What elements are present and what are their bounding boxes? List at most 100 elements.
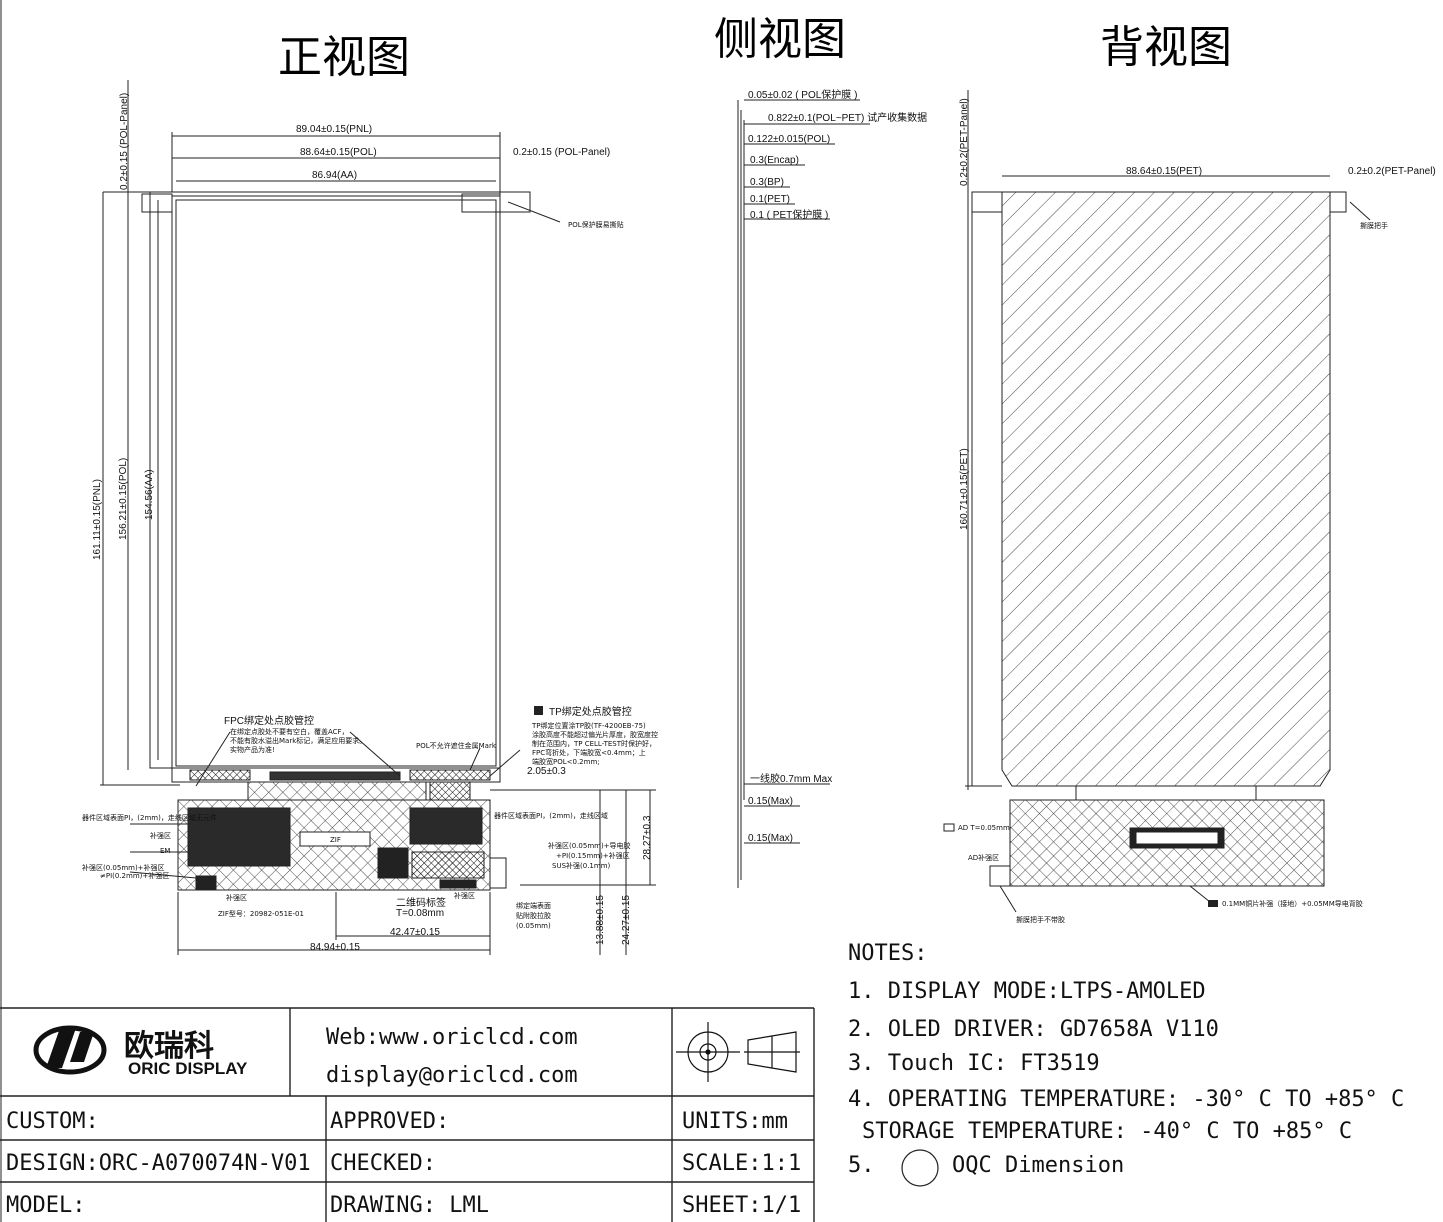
title-block-fields: CUSTOM: APPROVED: UNITS:mm DESIGN:ORC-A0… bbox=[6, 1109, 801, 1218]
dim-pol-height: 156.21±0.15(POL) bbox=[118, 458, 129, 540]
side-layer-9: 0.15(Max) bbox=[748, 796, 793, 807]
field-sheet: SHEET:1/1 bbox=[682, 1193, 801, 1218]
shield-marker bbox=[1208, 900, 1218, 907]
dim-back-top-offset: 0.2±0.2(PET-Panel) bbox=[959, 98, 970, 186]
field-units: UNITS:mm bbox=[682, 1109, 788, 1134]
dim-pnl-width: 89.04±0.15(PNL) bbox=[296, 124, 372, 135]
fpc-note-1: 在绑定点胶处不要有空白，覆盖ACF， bbox=[230, 727, 349, 736]
label-tape-3: (0.05mm) bbox=[516, 922, 551, 930]
title-block bbox=[0, 1007, 815, 1222]
fpc-right-note-2: 补强区(0.05mm)+导电胶 bbox=[548, 841, 631, 850]
label-stiffener-left: 补强区 bbox=[226, 893, 247, 902]
field-approved: APPROVED: bbox=[330, 1109, 449, 1134]
fpc-right-note-4: SUS补强(0.1mm) bbox=[552, 861, 611, 870]
projection-symbol-icon bbox=[676, 1022, 800, 1082]
fpc-left-note-4: 补强区(0.05mm)+补强区 bbox=[82, 863, 165, 872]
note-4b: STORAGE TEMPERATURE: -40° C TO +85° C bbox=[862, 1119, 1352, 1144]
back-shield-note: 0.1MM铜片补强（接地）+0.05MM导电背胶 bbox=[1222, 899, 1363, 908]
tp-note-2: 涂胶高度不能超过偏光片厚度，胶宽度控 bbox=[532, 730, 658, 739]
back-tab-note-2: 撕膜把手不带胶 bbox=[1016, 915, 1065, 924]
tp-note-title: TP绑定处点胶管控 bbox=[549, 705, 632, 718]
dim-pet-height: 160.71±0.15(PET) bbox=[959, 448, 970, 530]
fpc-note-2: 不能有胶水溢出Mark标记，满足应用要求。 bbox=[230, 736, 366, 745]
dim-aa-height: 154.56(AA) bbox=[144, 469, 155, 520]
field-custom: CUSTOM: bbox=[6, 1109, 99, 1134]
label-zif: ZIF bbox=[330, 836, 341, 844]
dim-13-88: 13.88±0.15 bbox=[595, 895, 606, 945]
pol-tab-note: POL保护膜易撕贴 bbox=[568, 220, 624, 229]
back-ad-area: AD补强区 bbox=[968, 853, 999, 862]
side-layer-10: 0.15(Max) bbox=[748, 833, 793, 844]
field-drawing: DRAWING: LML bbox=[330, 1193, 489, 1218]
ad-marker bbox=[943, 823, 955, 832]
tp-note-marker bbox=[534, 706, 543, 715]
field-design: DESIGN:ORC-A070074N-V01 bbox=[6, 1151, 311, 1176]
dim-aa-width: 86.94(AA) bbox=[312, 170, 357, 181]
label-stiffener-right: 补强区 bbox=[454, 891, 475, 900]
front-view bbox=[100, 80, 656, 955]
logo-cn-text: 欧瑞科 bbox=[124, 1029, 214, 1064]
label-tape-2: 贴附胶拉胶 bbox=[516, 911, 551, 920]
tp-note-1: TP绑定位置涂TP胶(TF-4200EB-75) bbox=[531, 721, 646, 730]
fpc-right-note-3: +PI(0.15mm)+补强区 bbox=[556, 851, 630, 860]
label-zif-model: ZIF型号：20982-051E-01 bbox=[218, 909, 304, 918]
dim-pol-width: 88.64±0.15(POL) bbox=[300, 147, 377, 158]
note-3: 3. Touch IC: FT3519 bbox=[848, 1051, 1100, 1076]
note-2: 2. OLED DRIVER: GD7658A V110 bbox=[848, 1017, 1219, 1042]
dim-pnl-height: 161.11±0.15(PNL) bbox=[92, 479, 103, 560]
back-view-labels: 88.64±0.15(PET) 0.2±0.2(PET-Panel) 0.2±0… bbox=[943, 98, 1436, 924]
side-layer-1: 0.05±0.02 ( POL保护膜 ) bbox=[748, 88, 857, 101]
fpc-left-note-5: ≠PI(0.2mm)+补强区 bbox=[100, 871, 169, 880]
back-tab-note: 撕膜把手 bbox=[1360, 221, 1388, 230]
side-layer-4: 0.3(Encap) bbox=[750, 155, 799, 166]
dim-pet-width: 88.64±0.15(PET) bbox=[1126, 166, 1202, 177]
email: display@oriclcd.com bbox=[326, 1063, 578, 1088]
side-layer-5: 0.3(BP) bbox=[750, 177, 784, 188]
label-tape-1: 绑定端表面 bbox=[516, 901, 551, 910]
back-view bbox=[965, 90, 1371, 913]
side-layer-2: 0.822±0.1(POL~PET) 试产收集数据 bbox=[768, 111, 927, 124]
label-qr-thickness: T=0.08mm bbox=[396, 908, 444, 919]
front-view-title: 正视图 bbox=[278, 32, 410, 83]
note-1: 1. DISPLAY MODE:LTPS-AMOLED bbox=[848, 979, 1206, 1004]
dim-24-27: 24.27±0.15 bbox=[621, 895, 632, 945]
fpc-left-note-2: 补强区 bbox=[150, 831, 171, 840]
dim-2-05: 2.05±0.3 bbox=[527, 766, 566, 777]
side-view-title: 侧视图 bbox=[714, 14, 846, 65]
label-qr: 二维码标签 bbox=[396, 896, 446, 909]
logo-icon bbox=[33, 1025, 107, 1075]
side-layer-3: 0.122±0.015(POL) bbox=[748, 134, 830, 145]
tp-note-4: FPC弯折处，下端胶宽<0.4mm；上 bbox=[532, 748, 646, 757]
fpc-note-title: FPC绑定处点胶管控 bbox=[224, 714, 314, 727]
side-layer-6: 0.1(PET) bbox=[750, 194, 790, 205]
fpc-left-note-3: EM bbox=[160, 847, 170, 855]
field-scale: SCALE:1:1 bbox=[682, 1151, 801, 1176]
fpc-right-note-1: 器件区域表面PI，(2mm)，走线区域 bbox=[494, 811, 608, 820]
front-view-labels: 89.04±0.15(PNL) 88.64±0.15(POL) 0.2±0.15… bbox=[82, 93, 658, 953]
side-view bbox=[737, 99, 870, 888]
web-url: Web:www.oriclcd.com bbox=[326, 1025, 578, 1050]
back-ad-note: AD T=0.05mm bbox=[958, 824, 1010, 832]
dim-28-27: 28.27±0.3 bbox=[642, 815, 653, 860]
field-checked: CHECKED: bbox=[330, 1151, 436, 1176]
note-4: 4. OPERATING TEMPERATURE: -30° C TO +85°… bbox=[848, 1087, 1404, 1112]
note-5-text: OQC Dimension bbox=[952, 1153, 1124, 1178]
tp-note-3: 制在范围内，TP CELL-TEST时保护好， bbox=[532, 739, 656, 748]
notes-block: NOTES: 1. DISPLAY MODE:LTPS-AMOLED 2. OL… bbox=[848, 941, 1404, 1187]
side-layer-8: 一线胶0.7mm Max bbox=[750, 772, 832, 785]
dim-pet-panel: 0.2±0.2(PET-Panel) bbox=[1348, 166, 1436, 177]
dim-42-47: 42.47±0.15 bbox=[390, 927, 440, 938]
fpc-note-3: 实物产品为准! bbox=[230, 745, 275, 754]
dim-top-offset: 0.2±0.15 (POL-Panel) bbox=[119, 93, 130, 190]
dim-pol-panel: 0.2±0.15 (POL-Panel) bbox=[513, 147, 610, 158]
notes-heading: NOTES: bbox=[848, 941, 927, 966]
dim-fpc-width: 84.94±0.15 bbox=[310, 942, 360, 953]
note-5-number: 5. bbox=[848, 1153, 875, 1178]
logo-en-text: ORIC DISPLAY bbox=[128, 1059, 248, 1078]
fpc-left-note-1: 器件区域表面PI，(2mm)，走线区域无元件 bbox=[82, 813, 217, 822]
side-layer-7: 0.1 ( PET保护膜 ) bbox=[750, 208, 828, 221]
field-model: MODEL: bbox=[6, 1193, 85, 1218]
tp-note-5: 端胶宽POL<0.2mm; bbox=[532, 757, 600, 766]
side-view-labels: 0.05±0.02 ( POL保护膜 ) 0.822±0.1(POL~PET) … bbox=[748, 88, 927, 844]
